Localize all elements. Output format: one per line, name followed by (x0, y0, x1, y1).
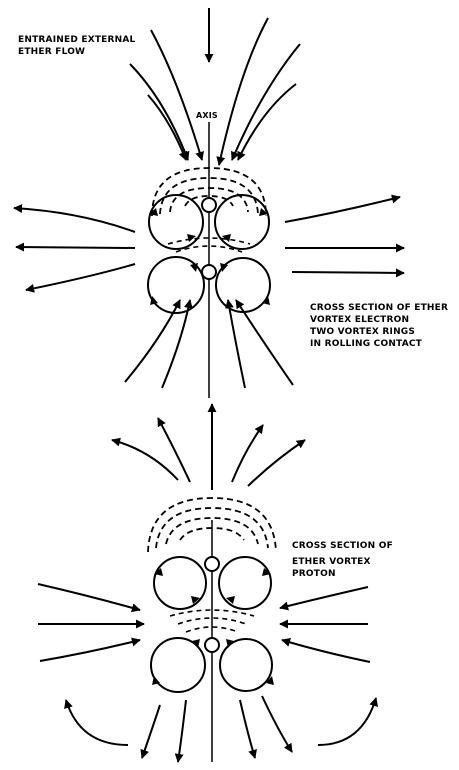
proton-caption-line3: PROTON (292, 568, 336, 580)
proton-curl-right (318, 698, 376, 745)
electron-ring-top-left (149, 195, 203, 249)
electron-inflow-arrows (130, 8, 300, 165)
electron-caption-line3: TWO VORTEX RINGS (310, 326, 415, 338)
proton-figure (38, 404, 376, 762)
flow-label-line1: ENTRAINED EXTERNAL (18, 34, 135, 46)
proton-ring-top-left (154, 557, 206, 609)
proton-caption-line2: ETHER VORTEX (292, 556, 371, 568)
electron-ring-top-right (215, 195, 269, 249)
proton-left-inflow (38, 584, 144, 661)
proton-curl-left (66, 700, 128, 745)
electron-caption-line2: VORTEX ELECTRON (310, 314, 409, 326)
electron-axis-node-bottom (202, 265, 216, 279)
electron-caption-line1: CROSS SECTION OF ETHER (310, 302, 448, 314)
proton-bottom-outflow (142, 696, 292, 762)
proton-ring-top-right (219, 557, 271, 609)
proton-top-outflow (112, 404, 305, 490)
proton-axis-node-top (205, 557, 219, 571)
flow-label-line2: ETHER FLOW (18, 46, 85, 58)
electron-right-outflow (285, 197, 404, 273)
axis-label: AXIS (196, 110, 218, 122)
proton-axis-node-bottom (205, 638, 219, 652)
electron-left-outflow (14, 208, 135, 290)
proton-caption-line1: CROSS SECTION OF (292, 540, 393, 552)
proton-right-inflow (280, 587, 370, 662)
electron-caption-line4: IN ROLLING CONTACT (310, 338, 422, 350)
electron-axis-node-top (202, 198, 216, 212)
